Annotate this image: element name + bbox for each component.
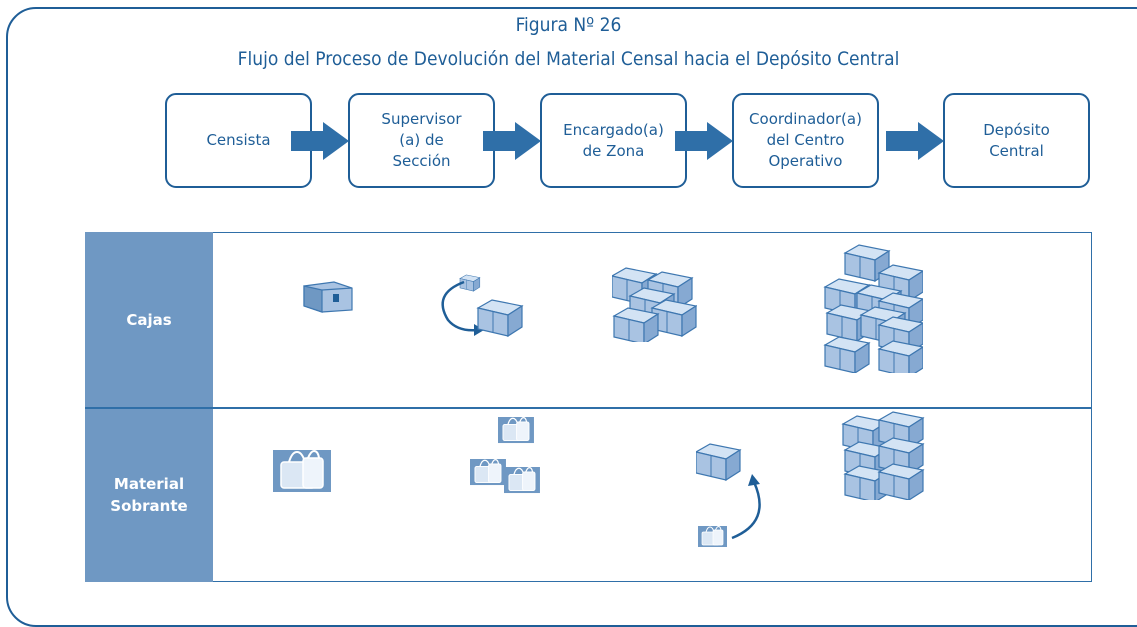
flow-arrow-4 xyxy=(886,122,944,160)
stage-encargado: Encargado(a) de Zona xyxy=(540,93,687,188)
box-stack-large-icon xyxy=(824,244,923,373)
box-with-return-arrow-icon xyxy=(441,274,523,337)
flow-arrow-1 xyxy=(291,122,349,160)
stage-censista: Censista xyxy=(165,93,312,188)
row-divider xyxy=(85,407,1092,409)
flow-arrow-3 xyxy=(675,122,733,160)
row-label-cajas: Cajas xyxy=(85,232,213,408)
bag-icon xyxy=(273,450,331,492)
stage-supervisor: Supervisor (a) de Sección xyxy=(348,93,495,188)
bag-to-box-arrow-icon xyxy=(696,443,761,548)
briefcase-icon xyxy=(303,281,353,313)
box-stack-medium-icon xyxy=(842,411,924,500)
stage-coordinador: Coordinador(a) del Centro Operativo xyxy=(732,93,879,188)
stage-deposito: Depósito Central xyxy=(943,93,1090,188)
figure-number: Figura Nº 26 xyxy=(515,14,622,36)
box-stack-small-icon xyxy=(612,267,697,342)
row-label-material-sobrante: Material Sobrante xyxy=(85,408,213,582)
bag-group-icon xyxy=(470,416,541,494)
figure-title: Flujo del Proceso de Devolución del Mate… xyxy=(237,48,900,70)
flow-arrow-2 xyxy=(483,122,541,160)
